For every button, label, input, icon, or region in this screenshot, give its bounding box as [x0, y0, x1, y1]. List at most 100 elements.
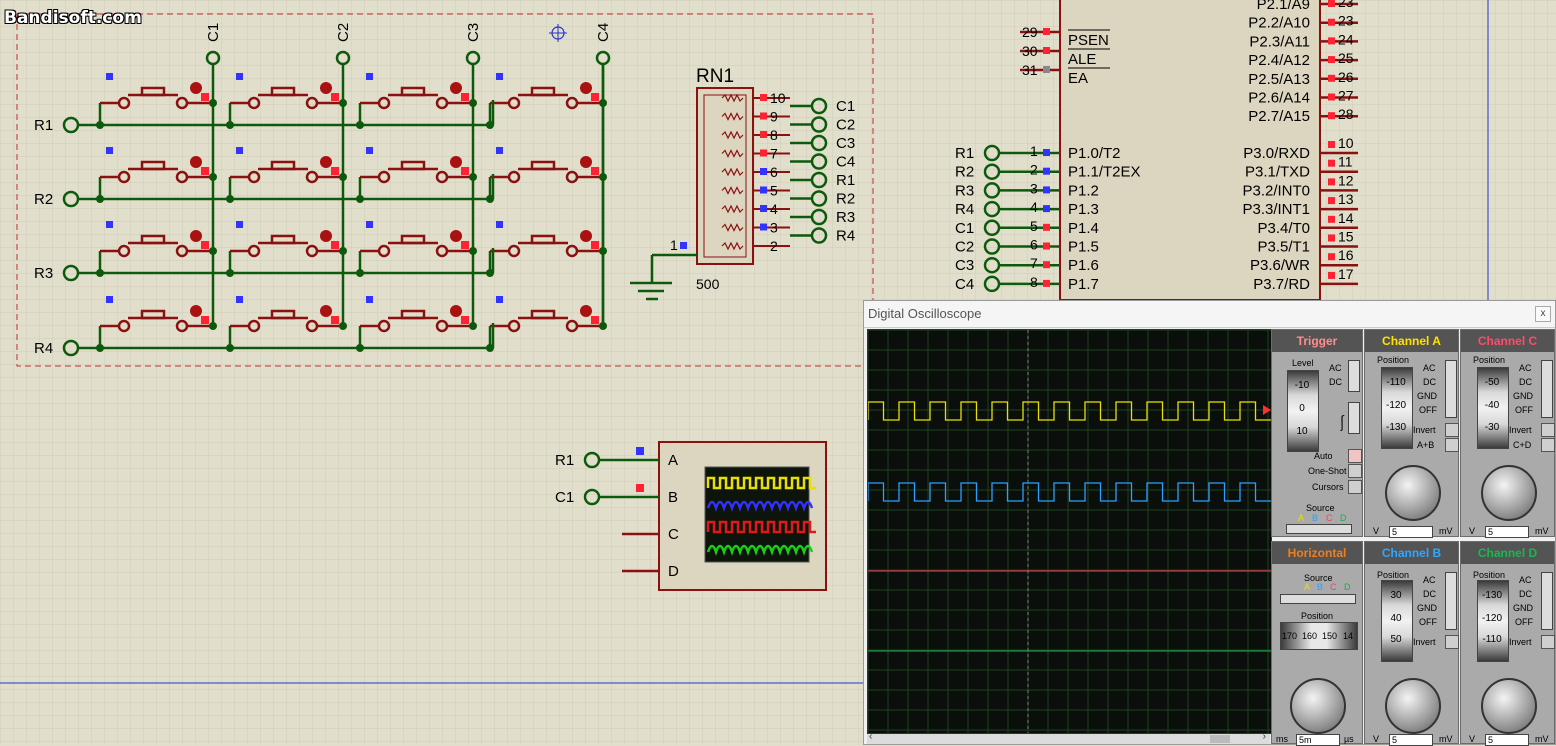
- junction-dot: [356, 121, 364, 129]
- waveform-icon: [706, 476, 816, 490]
- channel-b-volts-field[interactable]: 5: [1389, 734, 1433, 746]
- channel-a-volts-field[interactable]: 5: [1389, 526, 1433, 538]
- trigger-edge-switch[interactable]: [1348, 402, 1360, 434]
- channel-d-invert-button[interactable]: [1541, 635, 1555, 649]
- pin-state-icon: [1328, 74, 1335, 82]
- switch-button[interactable]: [140, 309, 166, 320]
- mcu-pin-number: 29: [1022, 24, 1038, 40]
- pin-state-icon: [1328, 215, 1335, 223]
- channel-d-volts-field[interactable]: 5: [1485, 734, 1529, 746]
- trigger-level-dial[interactable]: [1287, 370, 1319, 452]
- trigger-dc-label: DC: [1329, 377, 1342, 387]
- terminal-icon[interactable]: [810, 153, 828, 170]
- junction-dot: [226, 121, 234, 129]
- terminal-icon[interactable]: [465, 50, 481, 66]
- terminal-icon[interactable]: [810, 190, 828, 207]
- channel-c-cplusd-button[interactable]: [1541, 438, 1555, 452]
- switch-button[interactable]: [270, 86, 296, 97]
- oscilloscope-titlebar[interactable]: Digital Oscilloscope x: [864, 301, 1555, 328]
- switch-button[interactable]: [530, 86, 556, 97]
- led-indicator: [190, 305, 202, 317]
- switch-button[interactable]: [400, 86, 426, 97]
- switch-button[interactable]: [530, 234, 556, 245]
- channel-a-aplusb-button[interactable]: [1445, 438, 1459, 452]
- channel-c-cplusd-label: C+D: [1513, 440, 1532, 450]
- unit-mv: mV: [1535, 526, 1549, 536]
- channel-d-position-label: Position: [1473, 570, 1506, 580]
- channel-d-volts-knob[interactable]: [1481, 678, 1537, 734]
- channel-b-coupling-switch[interactable]: [1445, 572, 1457, 630]
- channel-b-invert-button[interactable]: [1445, 635, 1459, 649]
- horizontal-source-slider[interactable]: [1280, 594, 1356, 604]
- channel-c-coupling-switch[interactable]: [1541, 360, 1553, 418]
- scroll-left-icon[interactable]: ‹: [869, 731, 873, 742]
- channel-a-position-dial[interactable]: [1381, 367, 1413, 449]
- rn1-ref: RN1: [696, 66, 734, 87]
- channel-c-position-dial[interactable]: [1477, 367, 1509, 449]
- pin-state-icon: [461, 241, 469, 249]
- switch-button[interactable]: [400, 234, 426, 245]
- trigger-source-slider[interactable]: [1286, 524, 1352, 534]
- terminal-icon[interactable]: [335, 50, 351, 66]
- switch-button[interactable]: [140, 86, 166, 97]
- scroll-right-icon[interactable]: ›: [1262, 731, 1266, 742]
- pin-state-icon: [1328, 197, 1335, 205]
- oscilloscope-window[interactable]: Digital Oscilloscope x ‹ › Trigger Level…: [863, 300, 1556, 746]
- channel-c-volts-knob[interactable]: [1481, 465, 1537, 521]
- terminal-icon[interactable]: [810, 227, 828, 244]
- resistor-icon: [721, 93, 744, 103]
- crosshair-icon: [549, 24, 567, 42]
- channel-a-invert-button[interactable]: [1445, 423, 1459, 437]
- waveform-trace: [868, 482, 1271, 502]
- trigger-auto-label: Auto: [1314, 451, 1333, 461]
- terminal-icon[interactable]: [810, 116, 828, 133]
- channel-c-volts-field[interactable]: 5: [1485, 526, 1529, 538]
- scroll-thumb[interactable]: [1210, 735, 1230, 743]
- terminal-icon[interactable]: [810, 134, 828, 152]
- switch-button[interactable]: [270, 234, 296, 245]
- switch-button[interactable]: [400, 309, 426, 320]
- terminal-icon[interactable]: [205, 50, 221, 66]
- channel-a-coupling-switch[interactable]: [1445, 360, 1457, 418]
- switch-button[interactable]: [270, 309, 296, 320]
- junction-dot: [469, 99, 477, 107]
- channel-c-invert-button[interactable]: [1541, 423, 1555, 437]
- pin-state-icon: [1328, 37, 1335, 45]
- channel-b-volts-knob[interactable]: [1385, 678, 1441, 734]
- scope-scrollbar[interactable]: ‹ ›: [867, 731, 1270, 744]
- terminal-icon[interactable]: [810, 171, 828, 189]
- mcu-body[interactable]: [1059, 0, 1321, 301]
- channel-b-position-dial[interactable]: [1381, 580, 1413, 662]
- switch-button[interactable]: [270, 160, 296, 171]
- close-button[interactable]: x: [1535, 306, 1551, 322]
- pin-state-icon: [366, 73, 373, 80]
- junction-dot: [356, 344, 364, 352]
- mcu-pin-name: EA: [1068, 70, 1088, 87]
- switch-button[interactable]: [530, 309, 556, 320]
- switch-button[interactable]: [140, 160, 166, 171]
- switch-button[interactable]: [530, 160, 556, 171]
- horizontal-time-knob[interactable]: [1290, 678, 1346, 734]
- horizontal-time-field[interactable]: 5m: [1296, 734, 1340, 746]
- switch-button[interactable]: [400, 160, 426, 171]
- mcu-pin-name: P1.4: [1068, 220, 1099, 237]
- trigger-auto-button[interactable]: [1348, 449, 1362, 463]
- trigger-coupling-switch[interactable]: [1348, 360, 1360, 392]
- scope-screen[interactable]: [867, 329, 1272, 734]
- rn1-body[interactable]: [696, 87, 754, 265]
- channel-d-coupling-switch[interactable]: [1541, 572, 1553, 630]
- trigger-cursors-button[interactable]: [1348, 480, 1362, 494]
- trigger-oneshot-button[interactable]: [1348, 464, 1362, 478]
- terminal-icon[interactable]: [810, 208, 828, 226]
- switch-button[interactable]: [140, 234, 166, 245]
- channel-a-volts-knob[interactable]: [1385, 465, 1441, 521]
- channel-d-position-dial[interactable]: [1477, 580, 1509, 662]
- horizontal-source-label: Source: [1304, 573, 1333, 583]
- horizontal-position-dial[interactable]: [1280, 622, 1358, 650]
- led-indicator: [320, 230, 332, 242]
- terminal-icon[interactable]: [810, 97, 828, 115]
